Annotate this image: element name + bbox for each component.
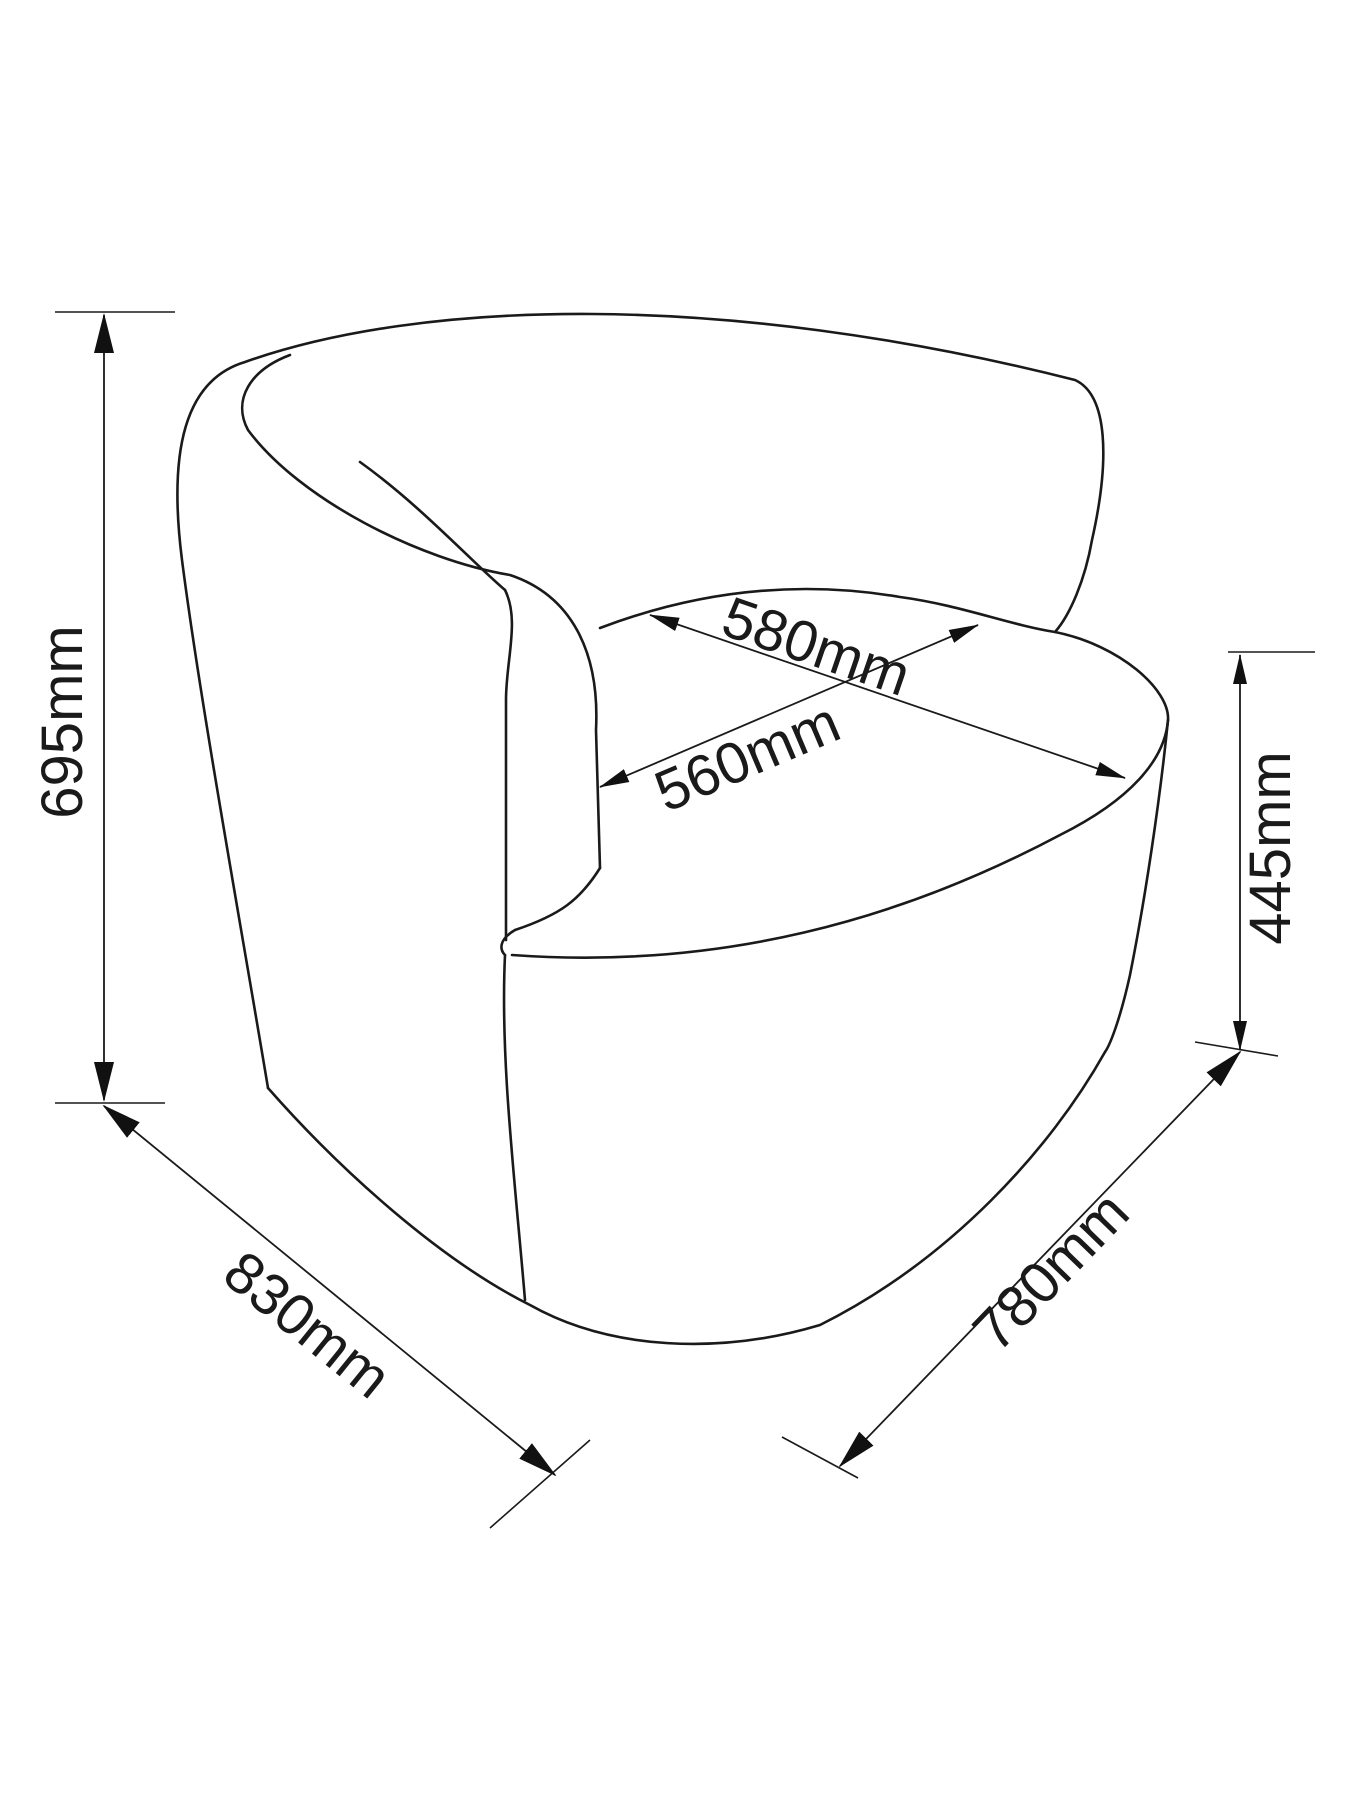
label-overall-width: 830mm: [212, 1239, 403, 1411]
chair-right-arm: [1103, 718, 1170, 1054]
dim-line-overall-width: [102, 1104, 557, 1477]
dim-line-overall-depth: [838, 1050, 1242, 1468]
label-overall-depth: 780mm: [960, 1179, 1141, 1363]
chair-seat-arm-transition: [500, 866, 602, 957]
chair-backrest-rim: [240, 353, 602, 870]
ext-line-depth-end: [781, 1436, 859, 1479]
armchair-outline: [176, 312, 1170, 1346]
label-seat-height: 445mm: [1238, 751, 1303, 944]
label-overall-height: 695mm: [30, 625, 95, 818]
label-seat-width: 560mm: [646, 689, 849, 824]
chair-seat-top: [510, 587, 1170, 959]
chair-backrest-inner: [358, 460, 507, 592]
chair-left-arm-inner: [503, 588, 514, 942]
dim-line-seat-width: [599, 624, 979, 788]
dimension-overall-depth: 780mm: [781, 1050, 1242, 1479]
dimension-seat-height: 445mm: [1194, 651, 1315, 1057]
label-seat-depth: 580mm: [714, 584, 918, 708]
chair-front-left-edge: [502, 953, 527, 1302]
ext-line-width-end: [489, 1439, 591, 1529]
chair-outer-shell: [176, 312, 1105, 1090]
dimension-overall-height: 695mm: [30, 311, 175, 1104]
ext-line-seat-floor: [1194, 1041, 1279, 1057]
